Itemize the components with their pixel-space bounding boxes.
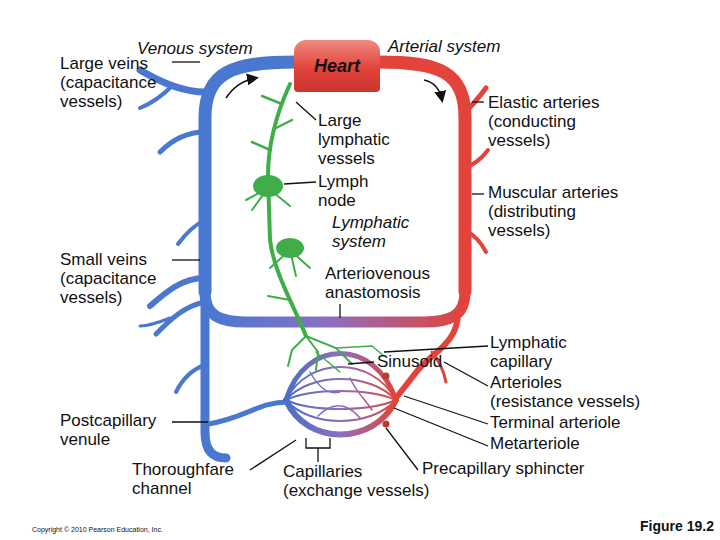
- section-heading: Lymphatic system: [332, 213, 422, 251]
- vessel-label: Sinusoid: [377, 352, 442, 371]
- precapillary-sphincter: [383, 421, 390, 428]
- heart-shape: Heart: [294, 40, 380, 92]
- flow-arrow: [424, 80, 442, 100]
- vessel-label: Precapillary sphincter: [422, 459, 585, 478]
- vessel-label: Capillaries (exchange vessels): [283, 462, 433, 500]
- vessel-label: Muscular arteries (distributing vessels): [488, 183, 638, 240]
- vessel-label: Large veins (capacitance vessels): [60, 54, 178, 111]
- vessel-label: Arteriovenous anastomosis: [325, 264, 455, 302]
- flow-arrow: [226, 78, 256, 98]
- vessel-label: Metarteriole: [490, 434, 580, 453]
- figure-caption: Figure 19.2: [640, 517, 714, 536]
- vessel-label: Thoroughfare channel: [132, 460, 250, 498]
- lymph-node-shape: [253, 175, 283, 197]
- vessel-label: Lymphatic capillary: [490, 333, 600, 371]
- vessel-label: Elastic arteries (conducting vessels): [488, 93, 628, 150]
- vessel-label: Postcapillary venule: [60, 411, 178, 449]
- vessel-label: Large lymphatic vessels: [318, 111, 408, 168]
- precapillary-sphincter: [383, 373, 390, 380]
- section-heading: Arterial system: [388, 37, 500, 56]
- vessel-label: Terminal arteriole: [490, 413, 620, 432]
- vessel-label: Arterioles (resistance vessels): [490, 373, 648, 411]
- lymph-node-shape: [276, 238, 304, 258]
- vessel-label: Small veins (capacitance vessels): [60, 250, 178, 307]
- section-heading: Venous system: [137, 39, 253, 58]
- copyright-note: Copyright © 2010 Pearson Education, Inc.: [32, 525, 163, 534]
- structure-label: Lymph node: [318, 172, 388, 210]
- leader-lines: [172, 62, 488, 470]
- heart-label: Heart: [314, 56, 360, 77]
